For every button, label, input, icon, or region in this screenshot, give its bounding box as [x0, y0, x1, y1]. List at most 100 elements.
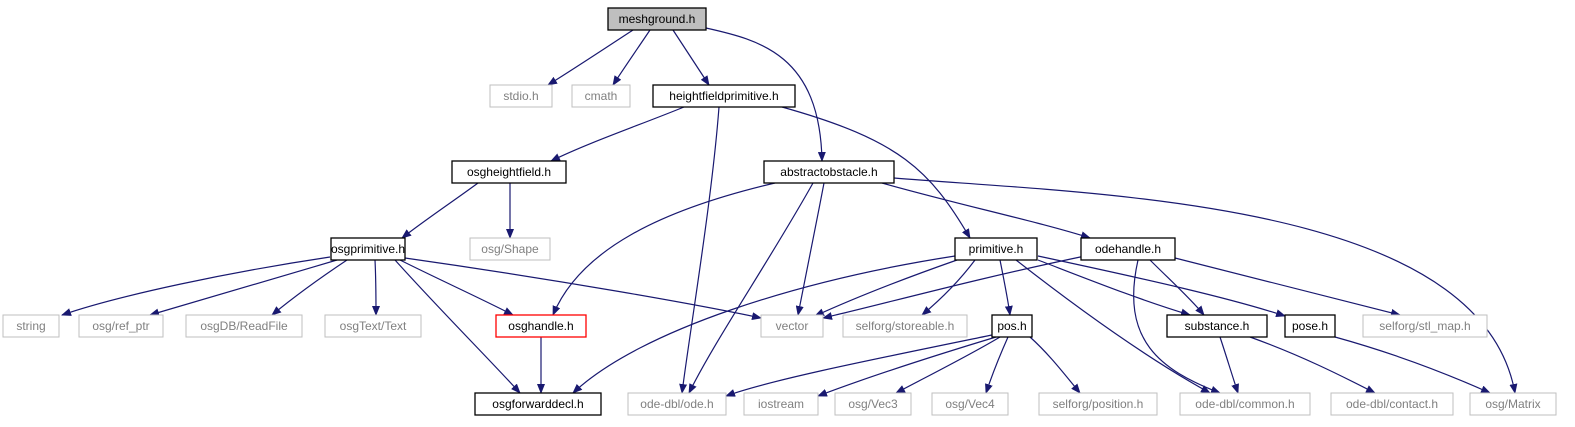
node-label-stlmap: selforg/stl_map.h	[1379, 319, 1470, 333]
node-label-osgrefptr: osg/ref_ptr	[92, 319, 149, 333]
node-box-odecommon	[1179, 392, 1311, 416]
node-label-osgtext: osgText/Text	[340, 319, 407, 333]
node-label-odehandle: odehandle.h	[1095, 242, 1161, 256]
node-label-odecommon: ode-dbl/common.h	[1195, 397, 1294, 411]
node-pose[interactable]: pose.h	[1284, 314, 1336, 338]
node-stdio: stdio.h	[489, 84, 553, 108]
node-box-readfile	[185, 314, 303, 338]
edge-layer	[61, 27, 1518, 397]
edge-primitive-to-odecommon	[1015, 259, 1211, 394]
node-box-heightfieldprimitive	[652, 84, 796, 108]
edge-osgprimitive-to-osghandle	[399, 259, 514, 316]
node-label-position: selforg/position.h	[1053, 397, 1144, 411]
node-box-osgheightfield	[451, 160, 567, 184]
node-meshground[interactable]: meshground.h	[607, 7, 707, 31]
node-label-readfile: osgDB/ReadFile	[200, 319, 288, 333]
node-box-osgprimitive	[330, 237, 406, 261]
node-label-osgvec3: osg/Vec3	[848, 397, 898, 411]
node-label-osgforwarddecl: osgforwarddecl.h	[492, 397, 583, 411]
edge-primitive-to-osgforwarddecl	[572, 255, 956, 394]
node-label-osghandle: osghandle.h	[508, 319, 573, 333]
node-box-abstractobstacle	[763, 160, 895, 184]
node-label-meshground: meshground.h	[619, 12, 696, 26]
edge-pos-to-position	[1029, 336, 1081, 394]
edge-osgheightfield-to-osgprimitive	[401, 182, 479, 239]
node-position: selforg/position.h	[1038, 392, 1158, 416]
node-primitive[interactable]: primitive.h	[954, 237, 1038, 261]
node-label-pose: pose.h	[1292, 319, 1328, 333]
node-osgvec3: osg/Vec3	[834, 392, 912, 416]
node-osgprimitive[interactable]: osgprimitive.h	[330, 237, 406, 261]
node-box-cmath	[571, 84, 631, 108]
node-label-abstractobstacle: abstractobstacle.h	[780, 165, 877, 179]
node-label-heightfieldprimitive: heightfieldprimitive.h	[669, 89, 778, 103]
node-osgshape: osg/Shape	[469, 237, 551, 261]
node-label-osgheightfield: osgheightfield.h	[467, 165, 551, 179]
node-box-osgvec4	[931, 392, 1009, 416]
edge-odehandle-to-stlmap	[1174, 257, 1401, 317]
node-label-odecontact: ode-dbl/contact.h	[1346, 397, 1438, 411]
node-box-osgshape	[469, 237, 551, 261]
edge-meshground-to-abstractobstacle	[705, 27, 826, 162]
edge-pos-to-iostream	[817, 336, 997, 397]
edge-abstractobstacle-to-vector	[795, 182, 825, 316]
node-box-osgmatrix	[1469, 392, 1557, 416]
edge-osgprimitive-to-vector	[404, 257, 762, 321]
edge-osgprimitive-to-string	[61, 256, 331, 316]
node-box-string	[2, 314, 60, 338]
node-label-string: string	[16, 319, 45, 333]
node-osghandle[interactable]: osghandle.h	[495, 314, 587, 338]
node-pos[interactable]: pos.h	[991, 314, 1033, 338]
node-label-odeode: ode-dbl/ode.h	[640, 397, 713, 411]
node-box-osgtext	[324, 314, 422, 338]
node-cmath: cmath	[571, 84, 631, 108]
node-box-odecontact	[1330, 392, 1454, 416]
node-label-osgprimitive: osgprimitive.h	[331, 242, 405, 256]
node-osgforwarddecl[interactable]: osgforwarddecl.h	[474, 392, 602, 416]
node-label-primitive: primitive.h	[969, 242, 1024, 256]
edge-primitive-to-pos	[999, 259, 1013, 316]
node-box-odeode	[627, 392, 727, 416]
edge-meshground-to-stdio	[547, 29, 634, 86]
edge-primitive-to-pose	[1037, 255, 1286, 318]
node-odeode: ode-dbl/ode.h	[627, 392, 727, 416]
node-osgheightfield[interactable]: osgheightfield.h	[451, 160, 567, 184]
edge-odehandle-to-substance	[1149, 259, 1205, 316]
node-stlmap: selforg/stl_map.h	[1362, 314, 1488, 338]
node-heightfieldprimitive[interactable]: heightfieldprimitive.h	[652, 84, 796, 108]
edge-pos-to-osgvec4	[985, 336, 1009, 394]
node-label-cmath: cmath	[585, 89, 618, 103]
node-layer: meshground.h stdio.h cmath heightfieldprimi…	[2, 7, 1557, 416]
edge-primitive-to-storeable	[921, 259, 976, 316]
node-abstractobstacle[interactable]: abstractobstacle.h	[763, 160, 895, 184]
node-osgvec4: osg/Vec4	[931, 392, 1009, 416]
node-box-osgforwarddecl	[474, 392, 602, 416]
edge-osgprimitive-to-osgtext	[371, 259, 380, 316]
node-box-vector	[760, 314, 824, 338]
edge-odehandle-to-odecommon	[1133, 259, 1221, 394]
edge-primitive-to-substance	[1037, 259, 1191, 317]
edge-osgprimitive-to-osgforwarddecl	[394, 259, 521, 394]
edge-substance-to-odecontact	[1249, 336, 1376, 394]
edge-meshground-to-heightfieldprimitive	[672, 29, 710, 86]
edge-abstractobstacle-to-odeode	[688, 182, 814, 394]
node-substance[interactable]: substance.h	[1166, 314, 1268, 338]
node-osgtext: osgText/Text	[324, 314, 422, 338]
edge-heightfieldprimitive-to-odeode	[679, 106, 720, 394]
node-odecontact: ode-dbl/contact.h	[1330, 392, 1454, 416]
node-label-iostream: iostream	[758, 397, 804, 411]
node-vector: vector	[760, 314, 824, 338]
edge-odehandle-to-vector	[822, 255, 1086, 320]
node-label-osgmatrix: osg/Matrix	[1485, 397, 1540, 411]
edge-osgprimitive-to-osgrefptr	[149, 259, 338, 317]
edge-pos-to-odeode	[725, 334, 993, 397]
node-storeable: selforg/storeable.h	[842, 314, 968, 338]
node-box-iostream	[743, 392, 819, 416]
node-odehandle[interactable]: odehandle.h	[1080, 237, 1176, 261]
node-box-position	[1038, 392, 1158, 416]
node-box-odehandle	[1080, 237, 1176, 261]
node-label-pos: pos.h	[997, 319, 1026, 333]
node-box-primitive	[954, 237, 1038, 261]
edge-abstractobstacle-to-osghandle	[552, 182, 776, 316]
